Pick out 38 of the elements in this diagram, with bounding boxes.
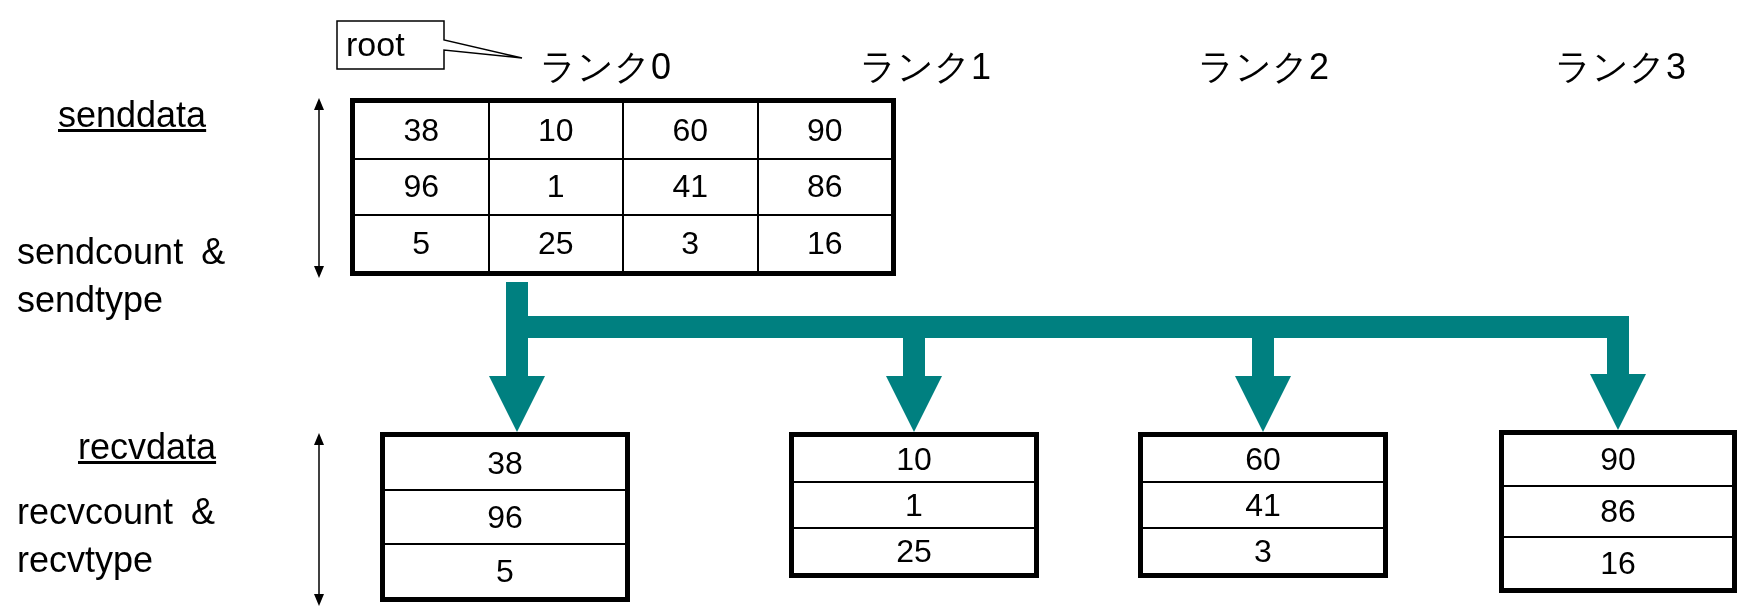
rank-label: ランク2 — [1198, 45, 1330, 89]
table-cell: 5 — [354, 215, 489, 272]
table-cell: 38 — [354, 102, 489, 159]
data-table — [789, 432, 1039, 578]
table-cell: 16 — [757, 215, 892, 272]
rank-label: ランク3 — [1555, 45, 1687, 89]
variable-label: senddata — [58, 93, 207, 137]
table-cell: 86 — [757, 158, 892, 216]
data-table — [350, 98, 896, 276]
table-cell: 25 — [488, 215, 623, 272]
rank-label: ランク1 — [860, 45, 992, 89]
table-cell: 3 — [623, 215, 758, 272]
parameter-label: sendcount & sendtype — [17, 230, 227, 322]
variable-label: recvdata — [78, 425, 217, 469]
table-cell: 10 — [793, 436, 1035, 482]
table-cell: 5 — [384, 544, 626, 598]
data-table — [1138, 432, 1388, 578]
table-cell: 25 — [793, 528, 1035, 574]
table-cell: 41 — [1142, 482, 1384, 528]
data-table — [1499, 430, 1737, 593]
table-cell: 60 — [623, 102, 758, 159]
table-cell: 1 — [488, 158, 623, 216]
table-cell: 16 — [1503, 537, 1733, 589]
rank-label: ランク0 — [540, 45, 672, 89]
data-table — [380, 432, 630, 602]
table-cell: 38 — [384, 436, 626, 490]
table-cell: 41 — [623, 158, 758, 216]
table-cell: 10 — [488, 102, 623, 159]
table-cell: 86 — [1503, 485, 1733, 538]
table-cell: 3 — [1142, 528, 1384, 574]
table-cell: 90 — [1503, 434, 1733, 486]
callout-text: root — [346, 24, 405, 64]
table-cell: 90 — [757, 102, 892, 159]
table-cell: 96 — [384, 490, 626, 544]
table-cell: 60 — [1142, 436, 1384, 482]
parameter-label: recvcount & recvtype — [17, 490, 217, 582]
table-cell: 96 — [354, 158, 489, 216]
table-cell: 1 — [793, 482, 1035, 528]
